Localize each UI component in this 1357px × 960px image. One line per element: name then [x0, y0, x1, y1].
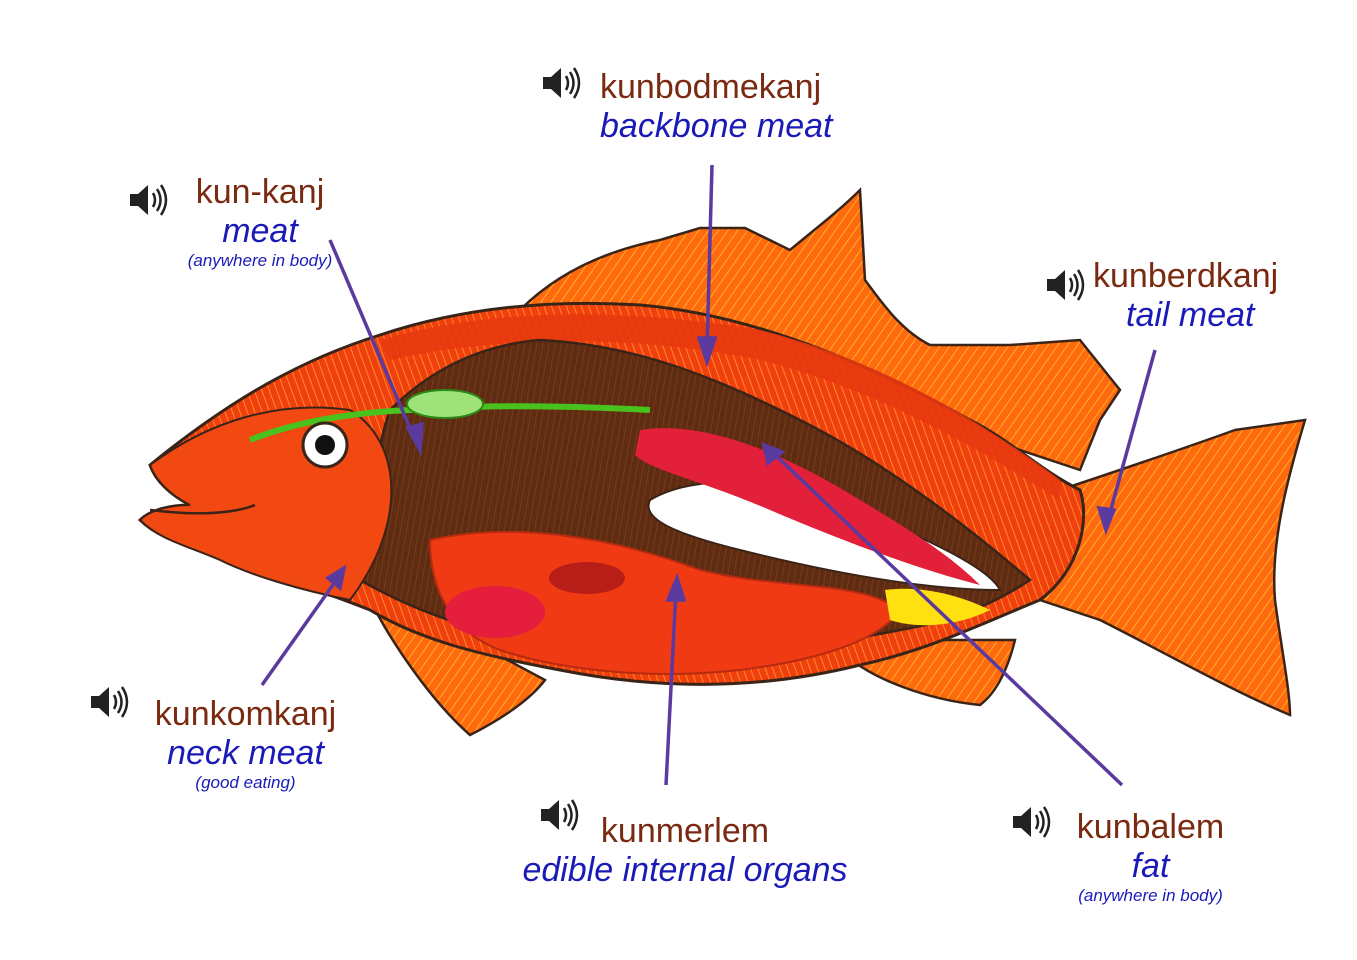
note-fat: (anywhere in body) [1078, 886, 1223, 906]
speaker-icon[interactable] [538, 795, 582, 835]
pointer-fat [768, 448, 1124, 787]
label-organs: kunmerlem edible internal organs [490, 812, 880, 890]
gloss-organs: edible internal organs [522, 851, 848, 890]
gloss-meat: meat [222, 212, 298, 251]
speaker-icon[interactable] [1010, 802, 1054, 842]
label-fat: kunbalem fat (anywhere in body) [1058, 808, 1243, 906]
liver [445, 586, 545, 638]
fat-deposit [885, 588, 990, 626]
term-organs: kunmerlem [600, 812, 770, 850]
pointer-tail [1106, 349, 1157, 521]
gloss-fat: fat [1131, 847, 1170, 886]
speaker-icon[interactable] [1044, 265, 1088, 305]
speaker-icon[interactable] [127, 180, 171, 220]
label-meat: kun-kanj meat (anywhere in body) [175, 173, 345, 271]
note-neck: (good eating) [195, 773, 296, 793]
label-backbone: kunbodmekanj backbone meat [600, 68, 833, 146]
label-neck: kunkomkanj neck meat (good eating) [138, 695, 353, 793]
gill-organ [406, 389, 484, 419]
dorsal-fin [517, 187, 1122, 472]
label-tail: kunberdkanj tail meat [1093, 257, 1278, 335]
mouth-line [149, 503, 256, 515]
stomach [549, 562, 625, 594]
speaker-icon[interactable] [88, 682, 132, 722]
speaker-icon[interactable] [540, 63, 584, 103]
intestines [428, 530, 902, 675]
gloss-neck: neck meat [167, 734, 324, 773]
pointer-neck [260, 573, 342, 687]
back-stripe [380, 314, 1060, 500]
tail-fin [1038, 418, 1307, 717]
term-backbone: kunbodmekanj [600, 68, 822, 106]
note-meat: (anywhere in body) [187, 251, 333, 271]
pointer-meat [328, 239, 417, 441]
term-tail: kunberdkanj [1093, 257, 1279, 295]
pointer-organs [664, 589, 678, 786]
kidney [635, 428, 980, 585]
gloss-backbone: backbone meat [600, 107, 833, 146]
term-meat: kun-kanj [195, 173, 325, 211]
term-neck: kunkomkanj [154, 695, 337, 733]
pointer-lines [260, 164, 1157, 787]
eye-pupil [315, 435, 335, 455]
pointer-backbone [705, 164, 714, 351]
term-fat: kunbalem [1076, 808, 1225, 846]
gloss-tail: tail meat [1126, 296, 1255, 335]
pelvic-fin [367, 597, 547, 737]
